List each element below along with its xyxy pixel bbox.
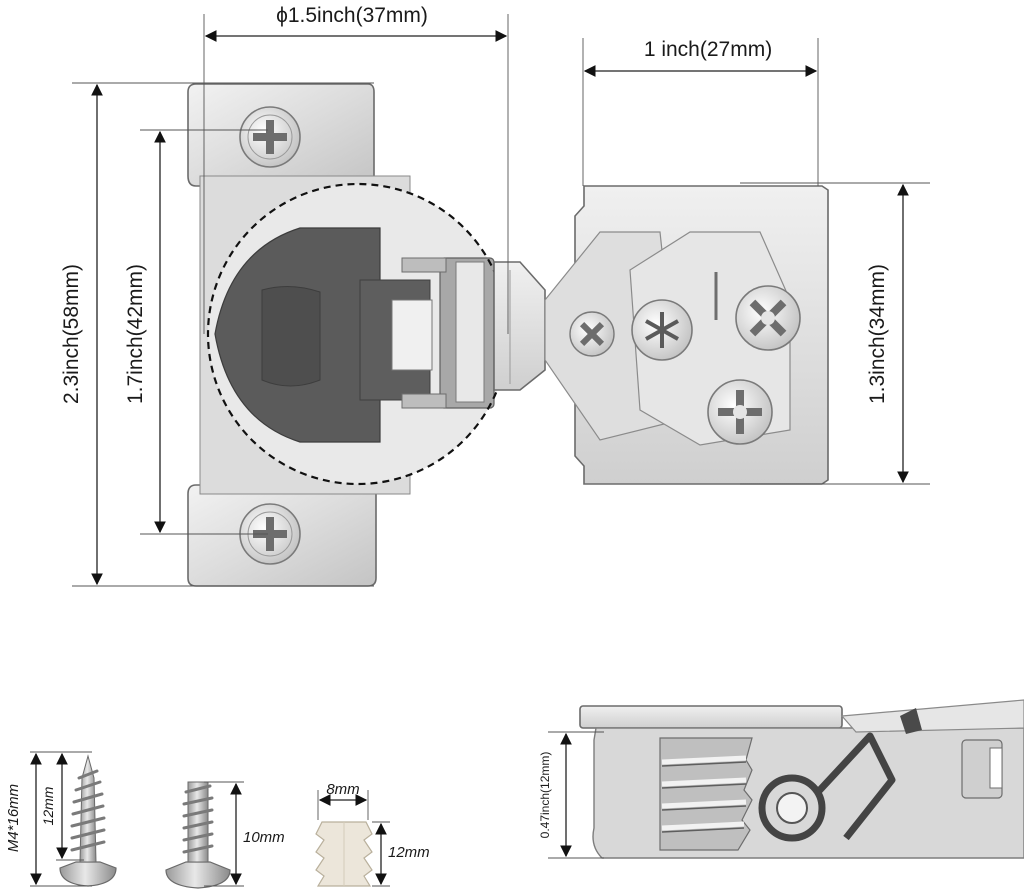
arm-plate-screw-cross-top [735, 285, 801, 351]
dim-screw-spacing: 1.7inch(42mm) [124, 129, 268, 535]
dim-plate-height: 1.3inch(34mm) [740, 182, 930, 485]
dim-machine-screw: 10mm [204, 781, 285, 887]
wood-screw-size-label: M4*16mm [5, 784, 22, 852]
arm-plate-screw-star [631, 299, 693, 361]
dim-dowel: 8mm 12mm [317, 781, 430, 887]
dim-cup-diameter: ϕ1.5inch(37mm) [203, 4, 509, 334]
dim-plate-width-label: 1 inch(27mm) [644, 38, 772, 61]
arm-plate-screw-cross-bottom [707, 379, 773, 445]
side-thickness-label: 0.47inch(12mm) [538, 752, 552, 839]
dim-screw-spacing-label: 1.7inch(42mm) [124, 264, 147, 404]
hinge-knuckle [493, 261, 546, 391]
dim-total-height-label: 2.3inch(58mm) [60, 264, 83, 404]
dim-plate-height-label: 1.3inch(34mm) [866, 264, 889, 404]
plastic-dowel [315, 821, 373, 887]
cup-plate-screw-top [239, 106, 301, 168]
hinge-side-view [579, 699, 1024, 859]
wood-screw-thread-label: 12mm [40, 786, 56, 825]
dim-plate-width: 1 inch(27mm) [582, 38, 819, 186]
hinge-cup [206, 182, 510, 486]
machine-screw-length-label: 10mm [243, 829, 285, 846]
arm-plate-screw-small [569, 311, 615, 357]
dowel-length-label: 12mm [388, 844, 430, 861]
dim-cup-diameter-label: ϕ1.5inch(37mm) [276, 4, 428, 27]
dim-side-thickness: 0.47inch(12mm) [538, 731, 604, 859]
machine-screw [165, 781, 231, 889]
dim-total-height: 2.3inch(58mm) [60, 82, 374, 587]
wood-screw [59, 754, 117, 887]
dowel-diameter-label: 8mm [326, 781, 359, 798]
dim-wood-screw: M4*16mm 12mm [5, 751, 92, 887]
